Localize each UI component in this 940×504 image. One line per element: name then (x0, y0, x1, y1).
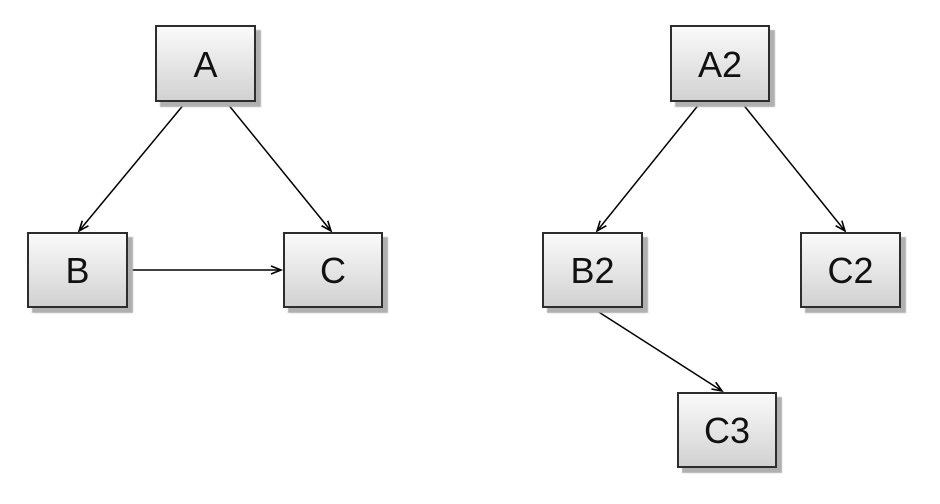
node-label: C (320, 250, 346, 291)
node-label: A (193, 43, 218, 85)
node-c3[interactable]: C3 (677, 392, 777, 468)
node-label: B (65, 250, 90, 291)
node-c2[interactable]: C2 (800, 232, 901, 308)
node-a2[interactable]: A2 (670, 25, 770, 102)
node-label: C2 (827, 250, 874, 291)
node-c[interactable]: C (283, 232, 383, 308)
node-b[interactable]: B (27, 232, 128, 308)
node-label: A2 (697, 43, 743, 85)
node-b2[interactable]: B2 (542, 232, 643, 308)
node-label: C3 (703, 410, 751, 451)
node-a[interactable]: A (155, 25, 256, 102)
node-label: B2 (570, 250, 615, 291)
